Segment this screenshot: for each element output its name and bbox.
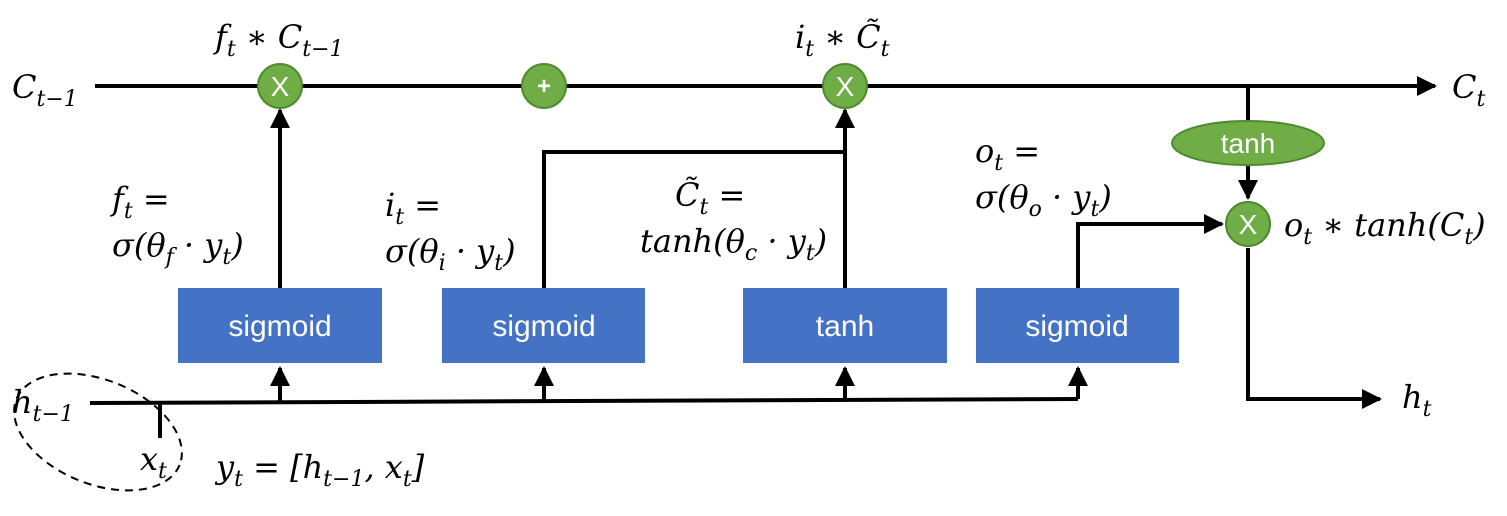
forget-multiply-operator: X <box>257 63 303 109</box>
forget-eq-line1: ft​ = <box>110 180 170 224</box>
forget-eq-line2: σ(θf​ · yt​) <box>112 226 244 270</box>
c-prev-label: Ct−1​ <box>12 68 78 112</box>
hidden-input-line <box>89 397 1079 405</box>
cell-tanh-operator: tanh <box>1171 120 1325 166</box>
input-group-ellipse <box>13 372 183 492</box>
svg-text:X: X <box>271 71 290 102</box>
output-gate-box: sigmoid <box>976 288 1179 363</box>
output-gate-label: sigmoid <box>1025 310 1128 343</box>
x-t-label: xt​ <box>140 440 167 484</box>
forget-gate-label: sigmoid <box>228 310 331 343</box>
output-product-label: ot​ ∗ tanh(Ct​) <box>1284 206 1486 250</box>
svg-text:X: X <box>1239 209 1258 240</box>
input-eq-line2: σ(θi​ · yt​) <box>385 232 516 276</box>
c-next-label: Ct​ <box>1452 68 1485 112</box>
candidate-eq-line1: C̃t​ = <box>675 176 745 220</box>
candidate-gate-label: tanh <box>816 310 874 343</box>
h-prev-label: ht−1​ <box>12 383 74 427</box>
input-multiply-operator: X <box>822 63 868 109</box>
svg-text:tanh: tanh <box>1221 128 1276 159</box>
hidden-output-path <box>1246 248 1382 409</box>
h-next-label: ht​ <box>1402 378 1432 422</box>
svg-text:+: + <box>537 73 551 100</box>
candidate-eq-line2: tanh(θc​ · yt​) <box>640 222 827 266</box>
output-eq-line2: σ(θo​ · yt​) <box>975 178 1112 222</box>
candidate-gate-box: tanh <box>743 288 947 363</box>
svg-text:X: X <box>836 71 855 102</box>
output-gate-output-path <box>1076 214 1224 288</box>
output-eq-line1: ot​ = <box>975 132 1040 176</box>
forget-gate-box: sigmoid <box>178 288 382 363</box>
cell-add-operator: + <box>521 63 567 109</box>
y-definition: yt​ = [ht−1​, xt​] <box>214 448 425 492</box>
forget-product-label: ft​ ∗ Ct−1​ <box>213 18 344 62</box>
input-gate-output-path <box>542 150 845 288</box>
input-gate-box: sigmoid <box>442 288 645 363</box>
input-eq-line1: it​ = <box>385 186 441 230</box>
output-multiply-operator: X <box>1225 201 1271 247</box>
input-gate-label: sigmoid <box>492 310 595 343</box>
input-product-label: it​ ∗ C̃t​ <box>795 18 890 62</box>
